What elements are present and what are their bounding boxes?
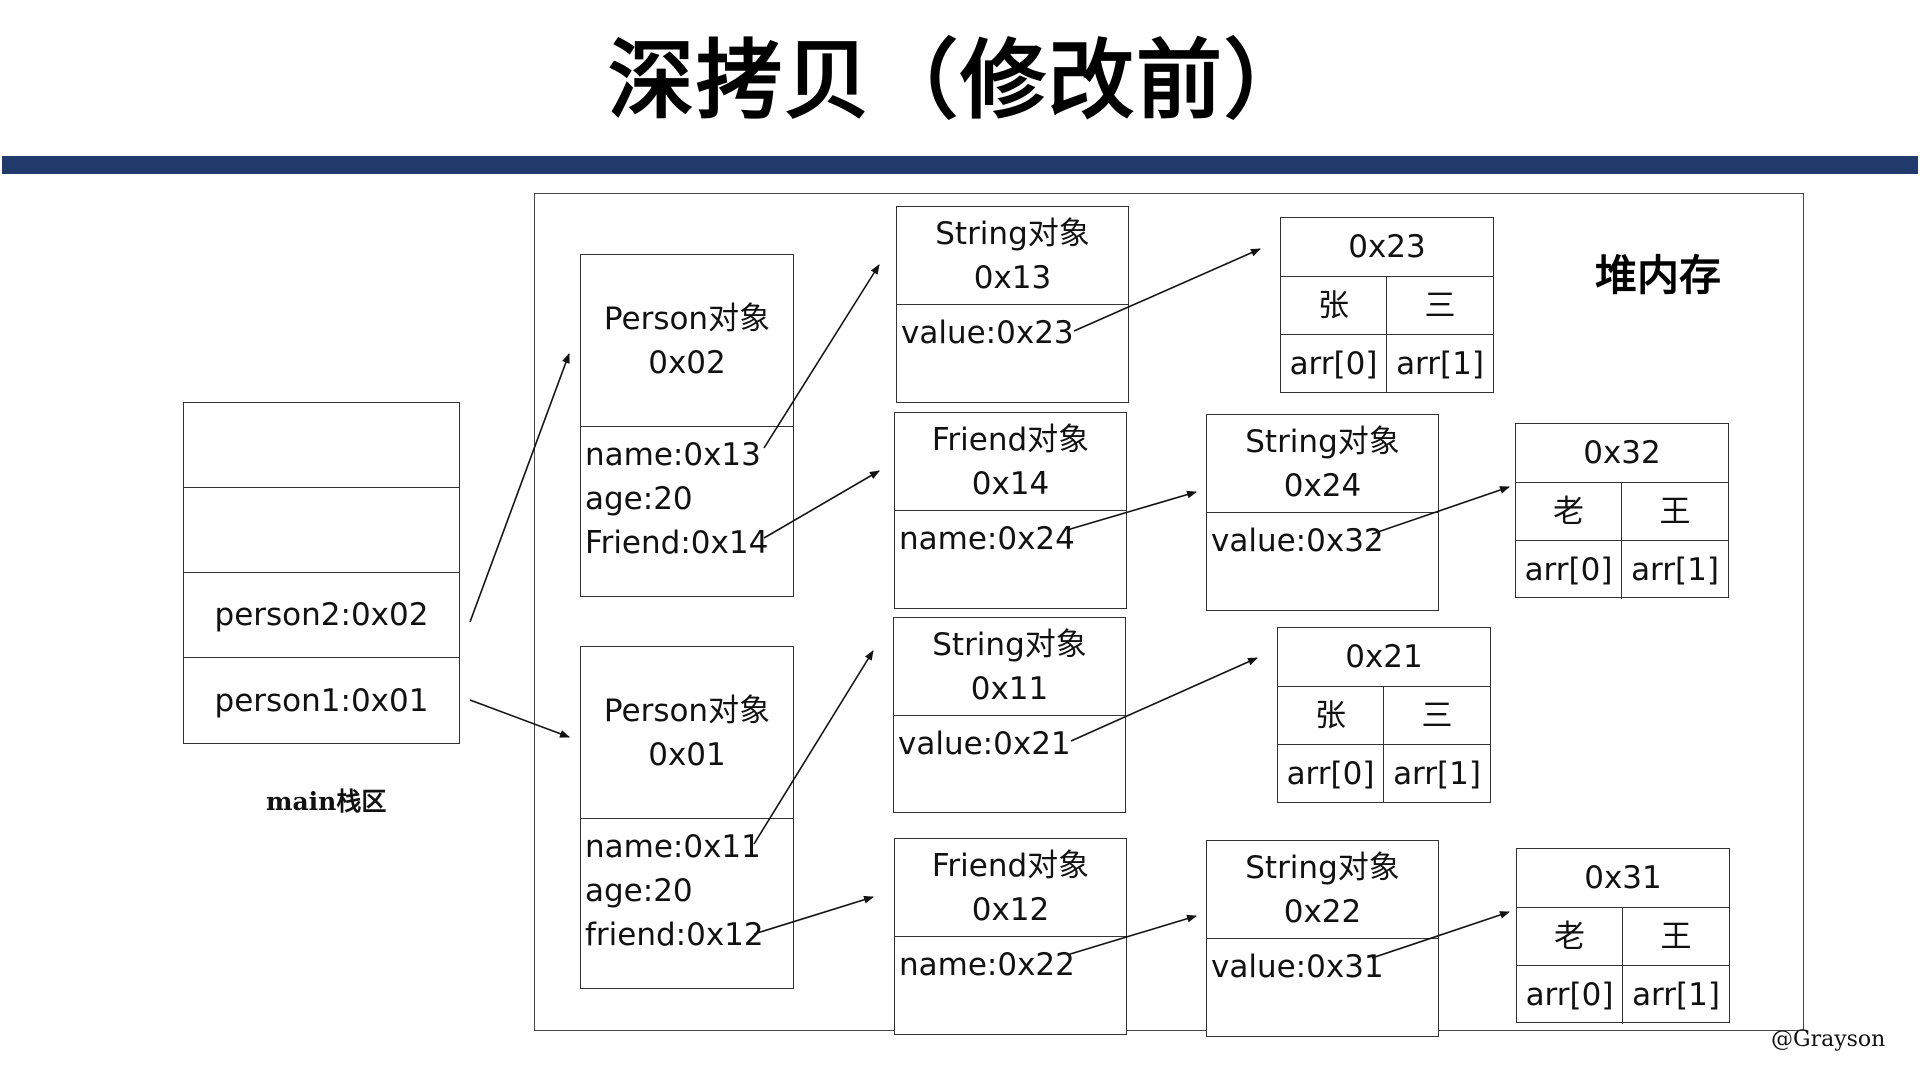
array-index-label: arr[1] xyxy=(1632,977,1720,1013)
object-header: Friend对象 0x12 xyxy=(895,839,1126,937)
object-fields: name:0x11 age:20 friend:0x12 xyxy=(581,819,793,957)
field-friend: friend:0x12 xyxy=(585,917,764,953)
field-name: name:0x24 xyxy=(899,521,1075,557)
person-object-0x02: Person对象 0x02 name:0x13 age:20 Friend:0x… xyxy=(580,254,794,597)
object-fields: value:0x21 xyxy=(894,716,1125,766)
field-age: age:20 xyxy=(585,873,693,909)
object-type: Friend对象 xyxy=(931,847,1090,884)
object-address: 0x11 xyxy=(970,670,1049,707)
object-header: String对象 0x13 xyxy=(897,207,1128,305)
object-address: 0x14 xyxy=(971,465,1050,502)
array-value: 老 xyxy=(1516,483,1622,541)
object-type: String对象 xyxy=(935,215,1090,252)
array-index-label: arr[0] xyxy=(1517,966,1623,1024)
array-value: 张 xyxy=(1278,687,1384,745)
field-name: name:0x11 xyxy=(585,829,761,865)
field-value: value:0x31 xyxy=(1211,949,1384,985)
array-0x23: 0x23 张 三 arr[0] arr[1] xyxy=(1280,217,1494,393)
string-object-0x24: String对象 0x24 value:0x32 xyxy=(1206,414,1439,611)
array-address: 0x32 xyxy=(1516,424,1728,483)
object-fields: value:0x32 xyxy=(1207,513,1438,563)
object-header: Person对象 0x02 xyxy=(581,255,793,427)
array-value: 王 xyxy=(1623,908,1729,966)
array-0x31: 0x31 老 王 arr[0] arr[1] xyxy=(1516,848,1730,1024)
object-header: String对象 0x22 xyxy=(1207,841,1438,939)
object-type: Friend对象 xyxy=(931,421,1090,458)
author-credit: @Grayson xyxy=(1771,1027,1886,1052)
string-object-0x13: String对象 0x13 value:0x23 xyxy=(896,206,1129,403)
array-0x32: 0x32 老 王 arr[0] arr[1] xyxy=(1515,423,1729,599)
object-type: Person对象 xyxy=(603,692,771,729)
person-object-0x01: Person对象 0x01 name:0x11 age:20 friend:0x… xyxy=(580,646,794,989)
field-name: name:0x22 xyxy=(899,947,1075,983)
array-value: 王 xyxy=(1622,483,1728,541)
object-fields: name:0x22 xyxy=(895,937,1126,987)
title-divider xyxy=(2,156,1918,174)
array-index-label: arr[0] xyxy=(1281,335,1387,393)
array-address: 0x23 xyxy=(1281,218,1493,277)
stack-slot-person1: person1:0x01 xyxy=(214,682,429,719)
object-address: 0x24 xyxy=(1283,467,1362,504)
object-address: 0x01 xyxy=(648,736,726,773)
object-header: String对象 0x11 xyxy=(894,618,1125,716)
object-address: 0x02 xyxy=(648,344,726,381)
main-stack: person2:0x02 person1:0x01 xyxy=(183,402,460,744)
object-type: String对象 xyxy=(1245,423,1400,460)
friend-object-0x14: Friend对象 0x14 name:0x24 xyxy=(894,412,1127,609)
field-age: age:20 xyxy=(585,481,693,517)
array-0x21: 0x21 张 三 arr[0] arr[1] xyxy=(1277,627,1491,803)
object-header: String对象 0x24 xyxy=(1207,415,1438,513)
field-value: value:0x23 xyxy=(901,315,1074,351)
page-title: 深拷贝（修改前） xyxy=(608,30,1312,131)
array-value: 三 xyxy=(1387,277,1493,335)
field-friend: Friend:0x14 xyxy=(585,525,769,561)
object-header: Friend对象 0x14 xyxy=(895,413,1126,511)
array-value: 张 xyxy=(1281,277,1387,335)
object-address: 0x12 xyxy=(971,891,1050,928)
field-value: value:0x32 xyxy=(1211,523,1384,559)
object-fields: name:0x24 xyxy=(895,511,1126,561)
array-index-label: arr[1] xyxy=(1631,552,1719,588)
array-index-label: arr[1] xyxy=(1393,756,1481,792)
string-object-0x11: String对象 0x11 value:0x21 xyxy=(893,617,1126,813)
array-index-label: arr[1] xyxy=(1396,346,1484,382)
stack-slot-person2: person2:0x02 xyxy=(184,573,459,658)
object-fields: value:0x23 xyxy=(897,305,1128,355)
stack-label: main栈区 xyxy=(266,787,387,816)
object-address: 0x13 xyxy=(973,259,1052,296)
array-address: 0x31 xyxy=(1517,849,1729,908)
field-value: value:0x21 xyxy=(898,726,1071,762)
string-object-0x22: String对象 0x22 value:0x31 xyxy=(1206,840,1439,1037)
field-name: name:0x13 xyxy=(585,437,761,473)
array-value: 老 xyxy=(1517,908,1623,966)
object-header: Person对象 0x01 xyxy=(581,647,793,819)
array-address: 0x21 xyxy=(1278,628,1490,687)
object-fields: value:0x31 xyxy=(1207,939,1438,989)
array-index-label: arr[0] xyxy=(1516,541,1622,599)
object-address: 0x22 xyxy=(1283,893,1362,930)
array-index-label: arr[0] xyxy=(1278,745,1384,803)
object-type: String对象 xyxy=(932,626,1087,663)
object-type: String对象 xyxy=(1245,849,1400,886)
stack-slot xyxy=(184,403,459,488)
friend-object-0x12: Friend对象 0x12 name:0x22 xyxy=(894,838,1127,1035)
array-value: 三 xyxy=(1384,687,1490,745)
object-type: Person对象 xyxy=(603,300,771,337)
object-fields: name:0x13 age:20 Friend:0x14 xyxy=(581,427,793,565)
stack-slot xyxy=(184,488,459,573)
heap-label: 堆内存 xyxy=(1595,251,1722,300)
